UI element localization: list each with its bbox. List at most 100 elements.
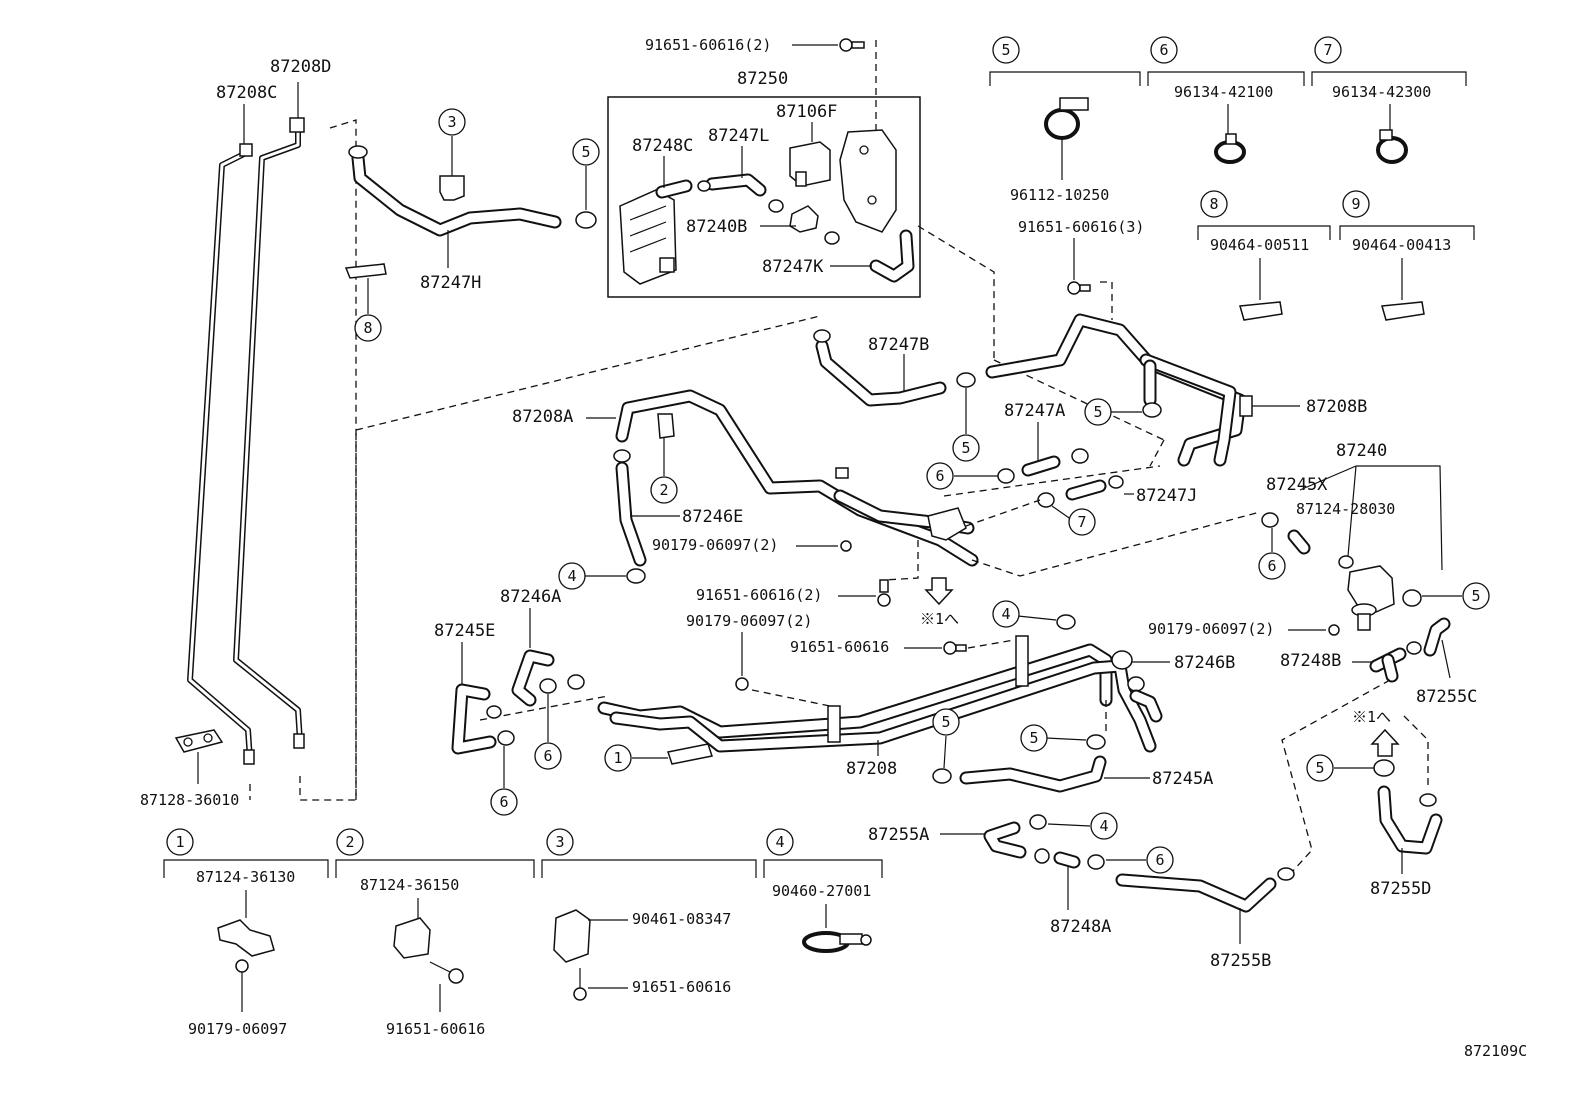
hose-87245E[interactable] — [451, 683, 515, 755]
callout-6-c[interactable] — [490, 788, 518, 816]
callout-5-c[interactable] — [952, 434, 980, 462]
valve-87240[interactable] — [1338, 555, 1395, 631]
nut-90179-06097-a[interactable] — [840, 540, 852, 552]
callout-4-a[interactable] — [558, 562, 586, 590]
hose-87245X[interactable] — [1287, 529, 1311, 555]
callout-5-a[interactable] — [572, 138, 600, 166]
connector-87246B[interactable] — [1111, 650, 1163, 723]
callout-6-kit[interactable] — [1150, 36, 1178, 64]
hose-87247H[interactable] — [351, 151, 562, 237]
clamp-1[interactable] — [667, 743, 713, 765]
nut-90179-06097-kit[interactable] — [235, 959, 249, 973]
callout-5-b[interactable] — [1084, 398, 1112, 426]
hose-87247K[interactable] — [869, 229, 915, 283]
clamp-4-c[interactable] — [1029, 814, 1047, 830]
hose-87255B[interactable] — [1115, 867, 1295, 913]
callout-9-kit[interactable] — [1342, 190, 1370, 218]
bolt-91651-60616-top[interactable] — [839, 38, 865, 52]
nut-90179-06097-b[interactable] — [735, 677, 749, 691]
clamp-6-a[interactable] — [997, 448, 1089, 484]
clamp-87124-36130[interactable] — [217, 919, 275, 957]
callout-4-c[interactable] — [1090, 812, 1118, 840]
valve-cluster[interactable] — [833, 467, 975, 541]
callout-2-kit[interactable] — [336, 828, 364, 856]
clamp-90461-08347[interactable] — [553, 909, 591, 963]
clamp-5-b[interactable] — [1142, 402, 1162, 418]
clip-96134-42300[interactable] — [1376, 129, 1408, 164]
callout-3[interactable] — [438, 108, 466, 136]
bolt-91651-60616-kit2[interactable] — [429, 961, 464, 984]
hose-87247A[interactable] — [1021, 455, 1061, 477]
clamp-5-c[interactable] — [956, 372, 976, 388]
callout-2[interactable] — [650, 476, 678, 504]
callout-6-b[interactable] — [534, 742, 562, 770]
clamp-4-a[interactable] — [626, 568, 646, 584]
callout-5-e[interactable] — [1020, 724, 1048, 752]
bolt-91651-60616-3[interactable] — [1067, 281, 1091, 295]
clamp-3[interactable] — [439, 175, 465, 201]
callout-3-kit[interactable] — [546, 828, 574, 856]
pipe-87208D[interactable] — [233, 117, 305, 749]
pipe-87208A[interactable] — [615, 389, 979, 567]
callout-6-d[interactable] — [1258, 552, 1286, 580]
grommet-87128-36010[interactable] — [174, 729, 224, 753]
hose-87247B[interactable] — [815, 339, 947, 407]
callout-5-kit[interactable] — [992, 36, 1020, 64]
callout-1-kit[interactable] — [166, 828, 194, 856]
clamp-7[interactable] — [1037, 492, 1055, 508]
clamp-6-d[interactable] — [1261, 512, 1279, 528]
clamp-5-g[interactable] — [1373, 759, 1395, 777]
housing-bracket[interactable] — [839, 129, 897, 233]
callout-7-kit[interactable] — [1314, 36, 1342, 64]
callout-4-kit[interactable] — [766, 828, 794, 856]
clamp-4-b[interactable] — [1056, 614, 1076, 630]
callout-5-c-label: 5 — [961, 439, 970, 457]
callout-1[interactable] — [604, 744, 632, 772]
bolt-91651-60616-kit3[interactable] — [573, 968, 587, 1001]
clamp-6-e[interactable] — [1087, 854, 1105, 870]
hose-87246A[interactable] — [511, 649, 585, 707]
actuator-unit[interactable] — [619, 189, 677, 285]
callout-8-kit[interactable] — [1200, 190, 1228, 218]
hose-87246E[interactable] — [615, 461, 647, 567]
callout-5-f[interactable] — [1462, 582, 1490, 610]
nut-90179-06097-c[interactable] — [1328, 624, 1340, 636]
clip-96134-42100[interactable] — [1214, 133, 1246, 164]
clamp-5-a[interactable] — [575, 211, 597, 229]
hose-87248A[interactable] — [1034, 848, 1081, 869]
pipe-87208C[interactable] — [187, 143, 255, 765]
hose-87245A[interactable] — [959, 755, 1107, 793]
hose-87255D[interactable] — [1377, 785, 1443, 855]
clamp-2[interactable] — [657, 413, 675, 439]
clip-90464-00511[interactable] — [1239, 301, 1283, 321]
clamp-5-d[interactable] — [932, 768, 952, 784]
hose-87255A[interactable] — [983, 821, 1027, 859]
hose-clamp-90460-27001[interactable] — [802, 931, 872, 953]
clip-8[interactable] — [344, 263, 387, 279]
clamp-5-f[interactable] — [1402, 589, 1422, 607]
pipe-87208[interactable] — [597, 635, 1157, 753]
tee-87248B[interactable] — [1369, 641, 1422, 683]
callout-7[interactable] — [1068, 508, 1096, 536]
callout-6-a[interactable] — [926, 462, 954, 490]
callout-4-b[interactable] — [992, 600, 1020, 628]
callout-6-e[interactable] — [1146, 846, 1174, 874]
hose-87248C[interactable] — [655, 179, 693, 199]
pipe-87208B[interactable] — [985, 313, 1253, 467]
hose-87255C[interactable] — [1423, 617, 1451, 657]
bolt-91651-60616-mid[interactable] — [877, 579, 891, 607]
callout-5-g[interactable] — [1306, 754, 1334, 782]
clamp-5-e[interactable] — [1086, 734, 1106, 750]
clamp-87124-36150[interactable] — [393, 917, 431, 959]
hose-87247L[interactable] — [697, 173, 767, 197]
valve-body-87106F[interactable] — [789, 141, 831, 187]
label-ref-arrow-2: ※1へ — [1352, 708, 1391, 726]
bolt-91651-60616-m2[interactable] — [943, 641, 967, 655]
hose-clamp-96112-10250[interactable] — [1044, 97, 1089, 140]
clip-90464-00413[interactable] — [1381, 301, 1425, 321]
hose-87247J[interactable] — [1065, 475, 1124, 501]
callout-5-d[interactable] — [932, 708, 960, 736]
callout-8[interactable] — [354, 314, 382, 342]
assembly-box-87250[interactable] — [607, 96, 921, 298]
connector-87240B[interactable] — [768, 199, 840, 245]
